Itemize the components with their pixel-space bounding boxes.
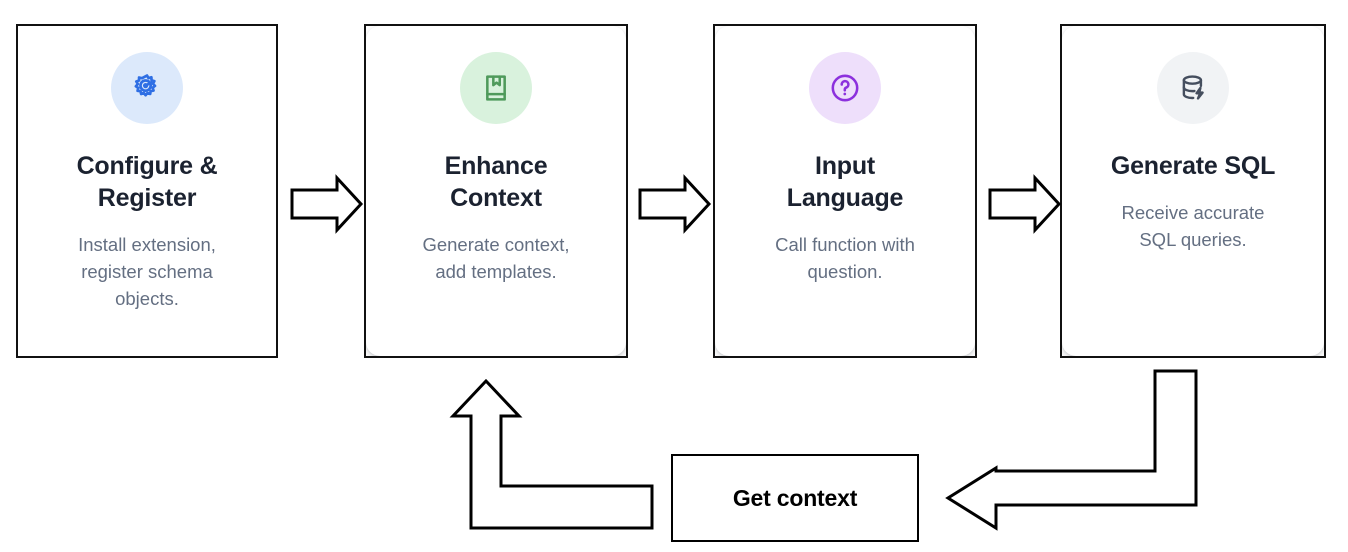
question-circle-icon-bubble xyxy=(809,52,881,124)
get-context-node[interactable]: Get context xyxy=(671,454,919,542)
step-title: Generate SQL xyxy=(1110,152,1276,180)
gear-icon-bubble xyxy=(111,52,183,124)
step-card-body: Configure & Register Install extension, … xyxy=(18,26,276,356)
step-description: Install extension, register schema objec… xyxy=(78,234,216,309)
database-bolt-icon xyxy=(1182,74,1204,100)
book-bookmark-icon xyxy=(486,75,506,101)
step-card-body: Generate SQL Receive accurate SQL querie… xyxy=(1062,26,1324,356)
book-bookmark-icon-bubble xyxy=(460,52,532,124)
arrow-step2-step3-icon xyxy=(638,174,712,234)
get-context-label: Get context xyxy=(732,484,858,511)
question-circle-icon xyxy=(831,74,859,102)
gear-icon xyxy=(134,74,157,97)
step-card-configure-register[interactable]: Configure & Register Install extension, … xyxy=(16,24,278,358)
step-card-body: Enhance Context Generate context, add te… xyxy=(366,26,626,356)
step-card-enhance-context[interactable]: Enhance Context Generate context, add te… xyxy=(364,24,628,358)
database-bolt-icon-bubble xyxy=(1157,52,1229,124)
step-description: Call function with question. xyxy=(775,234,915,282)
step-title: Input Language xyxy=(786,152,904,212)
step-description: Receive accurate SQL queries. xyxy=(1121,202,1265,250)
step-card-body: Input Language Call function with questi… xyxy=(715,26,975,356)
step-title: Configure & Register xyxy=(76,152,218,212)
arrow-step3-step4-icon xyxy=(988,174,1062,234)
step-card-generate-sql[interactable]: Generate SQL Receive accurate SQL querie… xyxy=(1060,24,1326,358)
arrow-step4-getcontext-icon xyxy=(945,369,1198,531)
step-card-input-language[interactable]: Input Language Call function with questi… xyxy=(713,24,977,358)
step-description: Generate context, add templates. xyxy=(422,234,570,282)
arrow-getcontext-step2-icon xyxy=(449,378,654,530)
step-title: Enhance Context xyxy=(444,152,548,212)
arrow-step1-step2-icon xyxy=(290,174,364,234)
